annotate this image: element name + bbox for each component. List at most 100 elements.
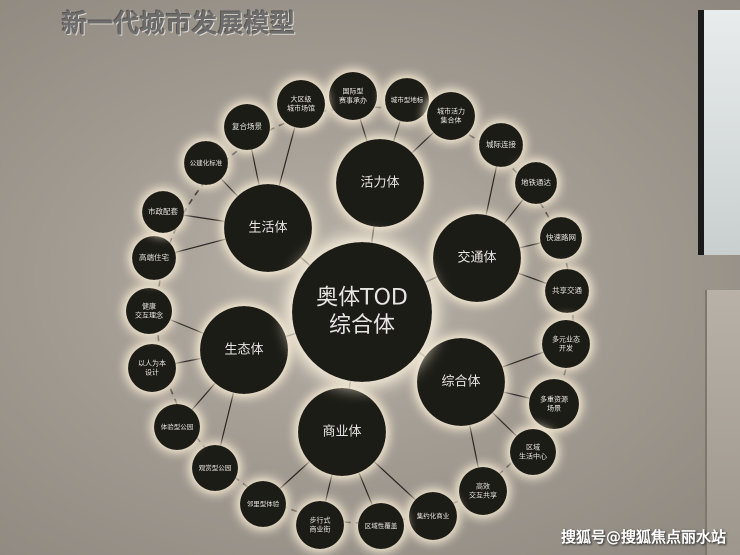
outer-node-disc xyxy=(128,344,176,392)
outer-node-disc xyxy=(540,217,582,259)
hub-disc xyxy=(298,388,386,476)
outer-node-label: 城市活力 xyxy=(437,107,465,116)
outer-node-label: 场景 xyxy=(547,403,561,412)
hub-disc xyxy=(224,184,312,272)
outer-node-label: 步行式 xyxy=(310,516,331,525)
outer-node-label: 国际型 xyxy=(343,87,364,96)
outer-node-label: 邻里型体验 xyxy=(247,499,280,508)
outer-node-label: 观赏型公园 xyxy=(199,463,232,472)
center-disc xyxy=(292,242,432,382)
hub-label: 活力体 xyxy=(360,176,399,191)
center-tod: 奥体TOD 综合体 xyxy=(292,242,432,382)
outer-node-experience-park: 体验型公园 xyxy=(154,404,200,450)
hub-transport: 交通体 xyxy=(433,214,521,302)
outer-node-disc xyxy=(296,501,344,549)
hub-living: 生活体 xyxy=(224,184,312,272)
outer-node-fast-road: 快速路网 xyxy=(540,217,582,259)
right-wall-edge xyxy=(705,290,740,555)
outer-node-disc xyxy=(240,481,286,527)
hub-disc xyxy=(433,214,521,302)
outer-node-label: 地铁通达 xyxy=(521,177,551,187)
hub-vitality: 活力体 xyxy=(336,139,424,227)
watermark: 搜狐号@搜狐焦点丽水站 xyxy=(560,528,726,546)
hub-label: 交通体 xyxy=(457,250,496,266)
outer-node-viewing-park: 观赏型公园 xyxy=(192,445,238,491)
outer-node-disc xyxy=(329,72,377,120)
outer-node-label: 交互共享 xyxy=(469,490,497,499)
outer-node-disc xyxy=(542,320,590,368)
outer-node-regional-coverage: 区域性覆盖 xyxy=(358,503,404,549)
wall-title: 新一代城市发展模型 xyxy=(62,9,297,38)
outer-node-neighborhood: 邻里型体验 xyxy=(240,481,286,527)
outer-node-disc xyxy=(192,445,238,491)
outer-node-intercity-link: 城际连接 xyxy=(479,123,523,167)
outer-node-complex-venue: 复合场景 xyxy=(224,104,270,150)
outer-node-label: 交互理念 xyxy=(135,310,163,319)
outer-node-label: 城际连接 xyxy=(486,139,516,149)
outer-node-disc xyxy=(459,467,507,515)
outer-node-disc xyxy=(510,429,556,475)
hub-disc xyxy=(336,139,424,227)
outer-node-disc xyxy=(184,141,228,185)
outer-node-disc xyxy=(126,288,172,334)
outer-node-label: 大区级 xyxy=(291,95,312,104)
outer-node-label: 生活中心 xyxy=(519,451,547,460)
outer-node-metro-link: 地铁通达 xyxy=(515,162,557,204)
outer-node-municipal: 市政配套 xyxy=(142,191,184,233)
outer-node-label: 区域 xyxy=(526,443,540,452)
hub-disc xyxy=(200,306,288,394)
center-label: 综合体 xyxy=(329,313,395,338)
outer-node-disc xyxy=(358,503,404,549)
center-label: 奥体TOD xyxy=(316,285,408,310)
outer-node-public-standard: 公建化标准 xyxy=(184,141,228,185)
hub-label: 综合体 xyxy=(441,375,480,390)
outer-node-disc xyxy=(529,379,579,429)
outer-node-label: 健康 xyxy=(142,302,156,311)
outer-node-label: 快速路网 xyxy=(546,232,576,242)
outer-node-disc xyxy=(132,236,176,280)
outer-node-label: 复合场景 xyxy=(232,121,262,131)
outer-node-label: 区域性覆盖 xyxy=(365,521,398,530)
outer-node-label: 城市场馆 xyxy=(287,103,315,112)
outer-node-label: 以人为本 xyxy=(138,359,166,368)
right-panel xyxy=(698,10,740,255)
outer-node-disc xyxy=(427,92,475,140)
outer-node-label: 城市型地标 xyxy=(391,95,424,104)
hub-label: 商业体 xyxy=(322,425,361,440)
center-node: 奥体TOD 综合体 xyxy=(292,242,432,382)
outer-node-label: 市政配套 xyxy=(148,206,178,216)
hub-label: 生活体 xyxy=(248,221,287,236)
outer-node-disc xyxy=(277,80,325,128)
outer-node-label: 商业街 xyxy=(310,524,331,533)
outer-node-label: 公建化标准 xyxy=(190,158,223,167)
outer-node-label: 开发 xyxy=(559,343,573,352)
outer-node-disc xyxy=(409,492,457,540)
hub-complex: 综合体 xyxy=(417,338,505,426)
outer-node-premium-housing: 高端住宅 xyxy=(132,236,176,280)
outer-node-label: 集约化商业 xyxy=(417,511,450,520)
outer-node-disc xyxy=(224,104,270,150)
outer-node-urban-landmark: 城市型地标 xyxy=(385,78,429,122)
hub-disc xyxy=(417,338,505,426)
outer-node-label: 多元业态 xyxy=(552,335,580,344)
outer-node-disc xyxy=(154,404,200,450)
outer-node-shared-transport: 共享交通 xyxy=(545,269,589,313)
hub-label: 生态体 xyxy=(224,343,263,358)
outer-node-disc xyxy=(515,162,557,204)
outer-node-disc xyxy=(385,78,429,122)
outer-nodes: 国际型赛事承办城市型地标城市活力集合体城际连接地铁通达快速路网共享交通多元业态开… xyxy=(126,72,590,549)
outer-node-label: 高效 xyxy=(476,482,490,491)
outer-node-disc xyxy=(545,269,589,313)
outer-node-label: 设计 xyxy=(145,367,159,376)
outer-node-label: 体验型公园 xyxy=(161,422,194,431)
